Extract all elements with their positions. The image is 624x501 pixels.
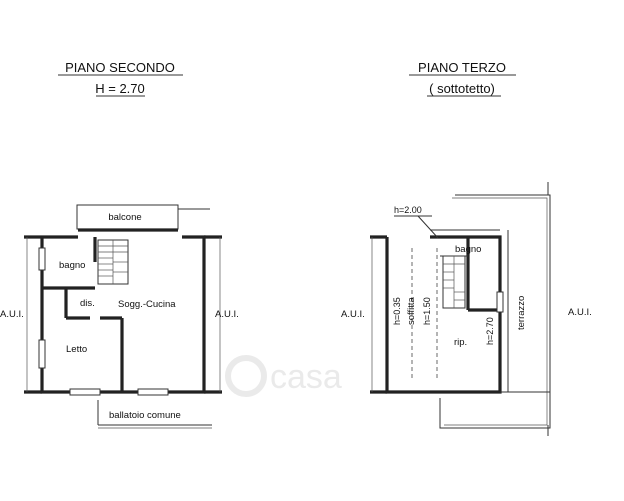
height-label-200: h=2.00 bbox=[394, 205, 422, 215]
aui-label-left-2: A.U.I. bbox=[215, 309, 239, 320]
watermark: casa bbox=[225, 355, 342, 397]
terrace bbox=[439, 182, 551, 436]
room-label-bagno-right: bagno bbox=[455, 244, 481, 255]
window-bagno bbox=[38, 247, 46, 271]
window-bottom-letto bbox=[69, 388, 101, 396]
right-plan-title: PIANO TERZO bbox=[418, 60, 506, 75]
window-letto bbox=[38, 339, 46, 369]
room-label-soggiorno: Sogg.-Cucina bbox=[118, 299, 176, 310]
staircase-right bbox=[442, 255, 466, 309]
right-plan-subtitle: ( sottotetto) bbox=[429, 81, 495, 96]
room-label-dis: dis. bbox=[80, 298, 95, 309]
room-label-rip: rip. bbox=[454, 337, 467, 348]
aui-label-left-1: A.U.I. bbox=[0, 309, 24, 320]
right-floor-plan: PIANO TERZO ( sottotetto) bbox=[341, 60, 592, 436]
room-label-letto: Letto bbox=[66, 344, 87, 355]
room-label-soffitta: soffitta bbox=[406, 296, 417, 325]
left-floor-plan: PIANO SECONDO H = 2.70 balcone bbox=[0, 60, 239, 429]
left-plan-subtitle: H = 2.70 bbox=[95, 81, 145, 96]
window-bottom-soggiorno bbox=[137, 388, 169, 396]
height-label-150: h=1.50 bbox=[422, 297, 432, 325]
height-pointer bbox=[417, 215, 439, 239]
left-plan-title: PIANO SECONDO bbox=[65, 60, 175, 75]
height-label-270: h=2.70 bbox=[485, 317, 495, 345]
aui-label-right-1: A.U.I. bbox=[341, 309, 365, 320]
room-label-ballatoio: ballatoio comune bbox=[109, 410, 181, 421]
room-label-bagno-left: bagno bbox=[59, 260, 85, 271]
aui-label-right-2: A.U.I. bbox=[568, 307, 592, 318]
height-label-035: h=0.35 bbox=[392, 297, 402, 325]
room-label-balcone: balcone bbox=[108, 212, 141, 223]
watermark-text: casa bbox=[270, 358, 342, 396]
room-label-terrazzo: terrazzo bbox=[516, 296, 527, 330]
staircase-left bbox=[97, 239, 129, 285]
